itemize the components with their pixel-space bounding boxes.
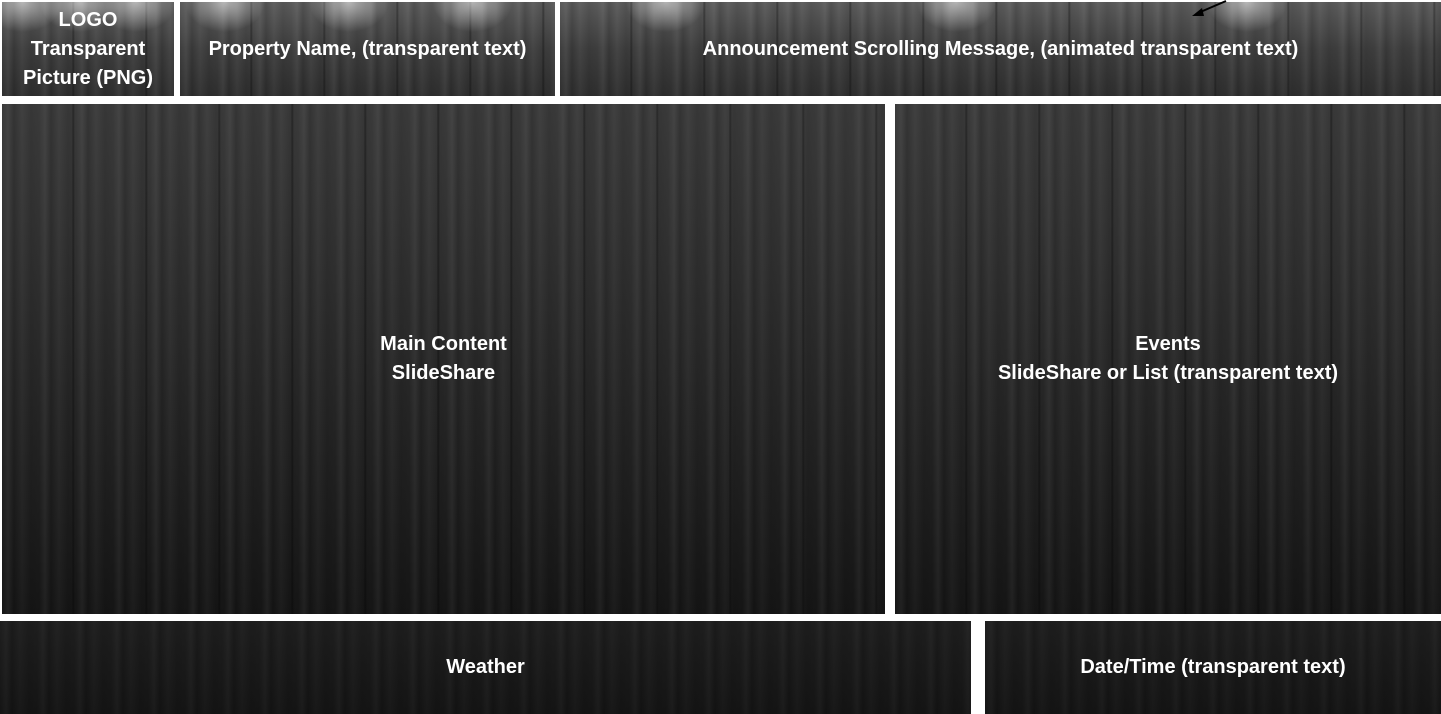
- events-title: Events: [1135, 333, 1201, 355]
- arrow-pointer-icon: [1192, 0, 1227, 16]
- weather-label: Weather: [446, 653, 525, 682]
- announcement-label: Announcement Scrolling Message, (animate…: [703, 35, 1299, 64]
- logo-panel: LOGO Transparent Picture (PNG): [2, 2, 174, 96]
- logo-label-line: Transparent: [30, 37, 146, 60]
- events-label: Events SlideShare or List (transparent t…: [998, 330, 1338, 388]
- property-name-text: Property Name, (transparent text): [208, 37, 527, 60]
- announcement-text: Announcement Scrolling Message, (animate…: [702, 37, 1299, 60]
- events-panel: Events SlideShare or List (transparent t…: [895, 104, 1441, 614]
- property-name-label: Property Name, (transparent text): [209, 35, 527, 64]
- main-content-subtitle: SlideShare: [391, 362, 496, 384]
- weather-text: Weather: [446, 656, 525, 678]
- logo-label: LOGO Transparent Picture (PNG): [23, 6, 153, 93]
- weather-panel: Weather: [0, 621, 971, 714]
- date-time-text: Date/Time (transparent text): [1080, 656, 1346, 678]
- logo-label-line: Picture (PNG): [22, 66, 154, 89]
- property-name-panel: Property Name, (transparent text): [180, 2, 555, 96]
- main-content-title: Main Content: [380, 333, 507, 355]
- date-time-panel: Date/Time (transparent text): [985, 621, 1441, 714]
- main-content-label: Main Content SlideShare: [380, 330, 507, 388]
- logo-label-line: LOGO: [58, 8, 118, 31]
- events-subtitle: SlideShare or List (transparent text): [997, 362, 1339, 384]
- date-time-label: Date/Time (transparent text): [1080, 653, 1345, 682]
- announcement-panel: Announcement Scrolling Message, (animate…: [560, 2, 1441, 96]
- main-content-panel: Main Content SlideShare: [2, 104, 885, 614]
